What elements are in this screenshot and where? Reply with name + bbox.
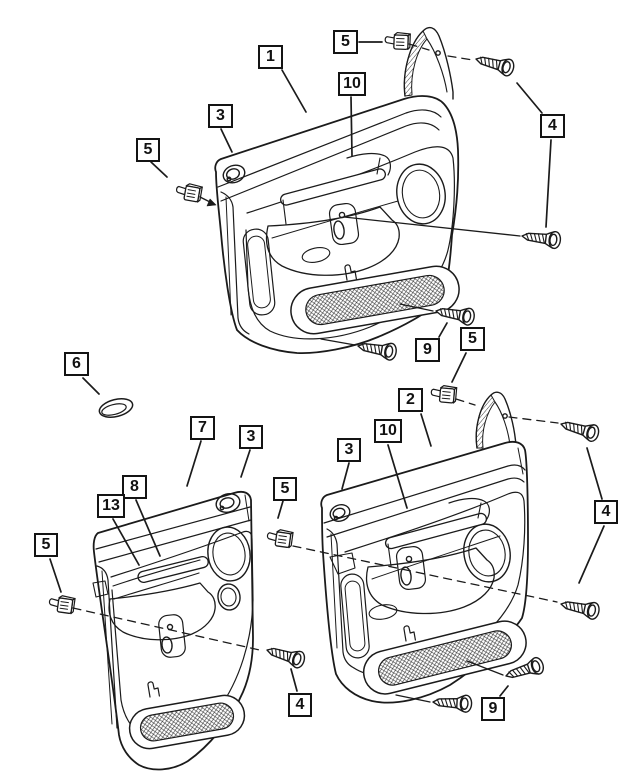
screw-icon <box>558 595 602 621</box>
callout-3b[interactable]: 3 <box>239 425 263 449</box>
pillar-sail-trim-icon <box>475 391 517 453</box>
callout-5a[interactable]: 5 <box>136 138 160 162</box>
screw-icon <box>473 50 517 78</box>
callout-5b[interactable]: 5 <box>333 30 358 54</box>
assembly-axis-lines <box>72 43 559 652</box>
callout-5c[interactable]: 5 <box>460 327 485 351</box>
callout-9a[interactable]: 9 <box>415 338 440 362</box>
pull-handle-icon <box>280 152 391 225</box>
callout-8[interactable]: 8 <box>122 475 147 499</box>
callout-4a[interactable]: 4 <box>540 114 565 138</box>
screw-icon <box>431 692 473 714</box>
callout-13[interactable]: 13 <box>97 494 125 518</box>
map-pocket-icon <box>290 265 460 335</box>
callout-4c[interactable]: 4 <box>594 500 618 524</box>
pillar-sail-trim-icon <box>403 26 454 100</box>
callout-10b[interactable]: 10 <box>374 419 402 443</box>
front-door-trim-panel-1 <box>214 26 460 354</box>
speaker-grille-icon <box>396 163 446 225</box>
part-pointer-lines <box>320 216 521 703</box>
callout-2[interactable]: 2 <box>398 388 423 412</box>
retainer-clip-icon <box>47 593 76 615</box>
front-door-trim-panel-2 <box>320 391 529 704</box>
door-release-bezel-icon <box>328 202 360 246</box>
callout-6[interactable]: 6 <box>64 352 89 376</box>
callout-10a[interactable]: 10 <box>338 72 366 96</box>
screw-icon <box>557 415 602 444</box>
retainer-clip-icon <box>429 383 458 404</box>
leader-lines <box>49 41 605 697</box>
callout-9b[interactable]: 9 <box>481 697 505 721</box>
retainer-clip-icon <box>174 181 204 204</box>
tweeter-grille-icon <box>222 164 246 184</box>
callout-3a[interactable]: 3 <box>208 104 233 128</box>
callout-5e[interactable]: 5 <box>34 533 58 557</box>
grommet-ring-icon <box>98 398 134 418</box>
retainer-clip-icon <box>265 527 294 549</box>
callout-4b[interactable]: 4 <box>288 693 312 717</box>
callout-7[interactable]: 7 <box>190 416 215 440</box>
retainer-clip-icon <box>384 31 412 51</box>
screw-icon <box>263 641 308 671</box>
callout-3c[interactable]: 3 <box>337 438 361 462</box>
callout-1[interactable]: 1 <box>258 45 283 69</box>
callout-5d[interactable]: 5 <box>273 477 297 501</box>
screw-icon <box>520 226 563 250</box>
